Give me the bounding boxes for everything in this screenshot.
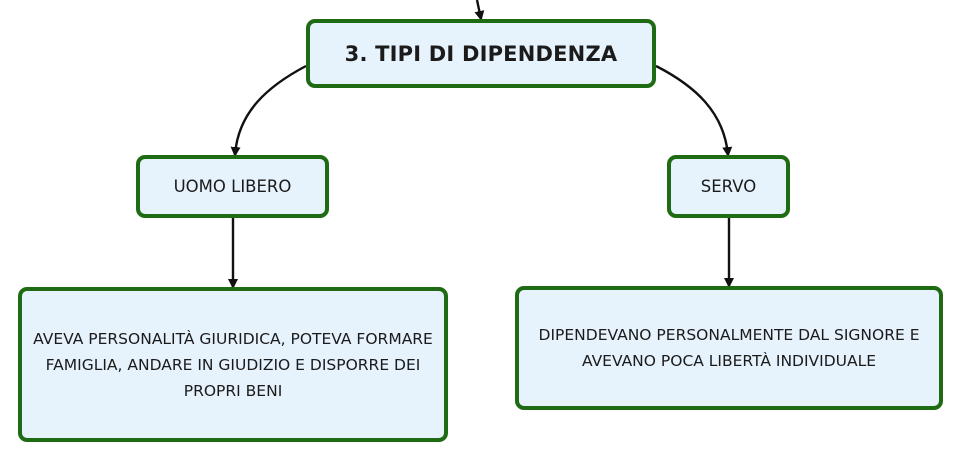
connector-root-to-servo	[655, 64, 733, 157]
detail-node-uomo-libero-text: AVEVA PERSONALITÀ GIURIDICA, POTEVA FORM…	[33, 329, 433, 400]
branch-node-uomo-libero[interactable]: UOMO LIBERO	[136, 155, 329, 218]
detail-node-servo[interactable]: DIPENDEVANO PERSONALMENTE DAL SIGNORE E …	[515, 286, 943, 410]
connector-parent-in	[474, 0, 485, 21]
connector-root-to-libero	[230, 64, 307, 157]
detail-node-uomo-libero[interactable]: AVEVA PERSONALITÀ GIURIDICA, POTEVA FORM…	[18, 287, 448, 442]
detail-node-servo-text: DIPENDEVANO PERSONALMENTE DAL SIGNORE E …	[538, 326, 920, 370]
branch-node-servo[interactable]: SERVO	[667, 155, 790, 218]
root-node[interactable]: 3. TIPI DI DIPENDENZA	[306, 19, 656, 88]
branch-node-servo-label: SERVO	[700, 177, 757, 196]
root-node-label: 3. TIPI DI DIPENDENZA	[344, 41, 618, 66]
branch-node-uomo-libero-label: UOMO LIBERO	[173, 177, 292, 196]
